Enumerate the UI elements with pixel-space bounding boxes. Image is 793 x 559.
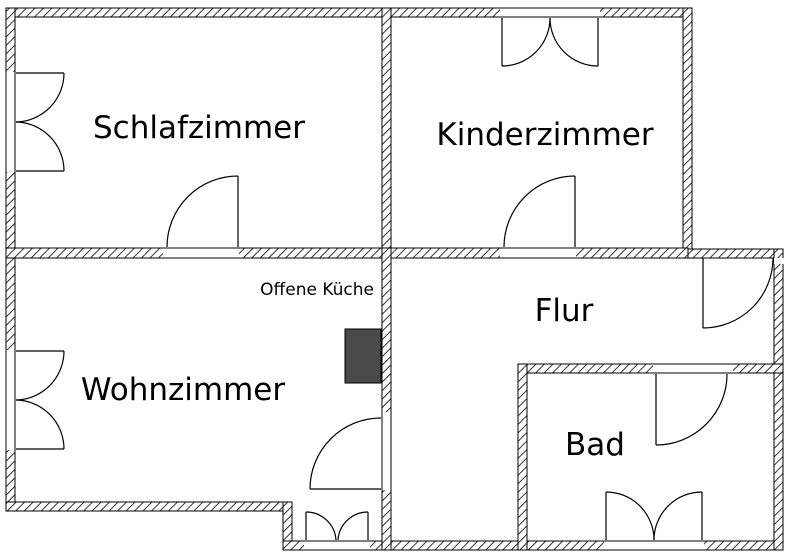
label-kinderzimmer: Kinderzimmer <box>436 117 653 153</box>
wall-vertical-upper <box>381 7 392 259</box>
window-wohnzimmer-bottom <box>305 511 369 541</box>
wall-right-outer <box>773 248 784 551</box>
kitchen-stove <box>344 328 382 384</box>
opening-frames <box>5 7 733 551</box>
label-kueche: Offene Küche <box>260 280 374 300</box>
doors <box>15 17 774 541</box>
door-schlafzimmer <box>166 175 239 248</box>
label-schlafzimmer: Schlafzimmer <box>93 110 305 146</box>
label-wohnzimmer: Wohnzimmer <box>81 372 285 408</box>
label-bad: Bad <box>565 427 625 463</box>
wall-top-flur-right <box>682 248 784 259</box>
window-schlafzimmer <box>15 72 65 172</box>
door-wohnzimmer <box>309 417 382 490</box>
window-kinderzimmer <box>501 17 599 67</box>
door-flur <box>702 257 774 329</box>
wall-bad-left <box>517 363 528 551</box>
window-bad <box>605 491 703 541</box>
wall-right-kids <box>682 7 693 259</box>
wall-bad-top <box>517 363 784 374</box>
window-wohnzimmer <box>15 350 65 450</box>
walls <box>5 7 784 551</box>
door-kinderzimmer <box>503 175 576 248</box>
label-flur: Flur <box>535 293 594 329</box>
openings <box>6 8 784 551</box>
door-bad <box>655 373 728 446</box>
wall-vertical-lower <box>381 247 392 551</box>
wall-bottom-living <box>5 501 293 512</box>
